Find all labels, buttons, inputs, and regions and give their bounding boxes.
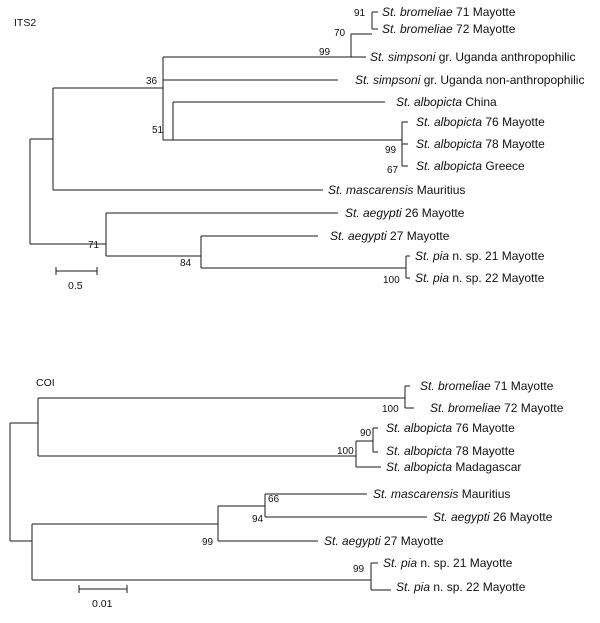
taxon-label: St. bromeliae 71 Mayotte — [382, 5, 516, 19]
taxon-label: St. aegypti 26 Mayotte — [345, 206, 465, 220]
bootstrap-value: 90 — [360, 428, 372, 439]
bootstrap-value: 99 — [319, 47, 331, 58]
taxon-label: St. pia n. sp. 21 Mayotte — [383, 556, 513, 570]
bootstrap-value: 70 — [334, 28, 346, 39]
bootstrap-value: 94 — [252, 514, 264, 525]
coi-title: COI — [36, 377, 55, 389]
its2-taxa-labels: St. bromeliae 71 Mayotte St. bromeliae 7… — [328, 5, 584, 285]
taxon-label: St. bromeliae 72 Mayotte — [430, 401, 564, 415]
taxon-label: St. aegypti 27 Mayotte — [324, 534, 444, 548]
taxon-label: St. albopicta Greece — [416, 159, 525, 173]
bootstrap-value: 100 — [337, 446, 354, 457]
taxon-label: St. mascarensis Mauritius — [328, 183, 465, 197]
bootstrap-value: 66 — [268, 494, 280, 505]
taxon-label: St. aegypti 27 Mayotte — [330, 229, 450, 243]
taxon-label: St. bromeliae 72 Mayotte — [382, 22, 516, 36]
taxon-label: St. albopicta 78 Mayotte — [386, 444, 515, 458]
bootstrap-value: 100 — [383, 275, 400, 286]
taxon-label: St. albopicta 76 Mayotte — [386, 421, 515, 435]
coi-scale-bar: 0.01 — [78, 585, 128, 610]
bootstrap-value: 67 — [387, 165, 399, 176]
bootstrap-value: 84 — [180, 258, 192, 269]
taxon-label: St. pia n. sp. 22 Mayotte — [396, 580, 526, 594]
taxon-label: St. albopicta Madagascar — [386, 460, 521, 474]
coi-bootstrap-values: 100 90 100 66 94 99 99 — [202, 404, 399, 575]
coi-tree: COI 100 90 100 66 — [9, 377, 564, 610]
bootstrap-value: 36 — [146, 76, 158, 87]
its2-bootstrap-values: 91 70 99 36 51 99 67 71 84 100 — [88, 8, 400, 286]
bootstrap-value: 99 — [202, 537, 214, 548]
its2-branches — [29, 11, 410, 279]
bootstrap-value: 51 — [152, 125, 164, 136]
bootstrap-value: 100 — [382, 404, 399, 415]
taxon-label: St. albopicta 78 Mayotte — [416, 137, 545, 151]
its2-scale-bar: 0.5 — [55, 267, 98, 292]
taxon-label: St. mascarensis Mauritius — [373, 487, 510, 501]
taxon-label: St. albopicta 76 Mayotte — [416, 115, 545, 129]
scale-label: 0.01 — [92, 598, 113, 610]
bootstrap-value: 99 — [385, 145, 397, 156]
taxon-label: St. pia n. sp. 22 Mayotte — [415, 271, 545, 285]
taxon-label: St. aegypti 26 Mayotte — [433, 510, 553, 524]
bootstrap-value: 91 — [354, 8, 366, 19]
taxon-label: St. simpsoni gr. Uganda non-anthropophil… — [355, 73, 584, 87]
coi-taxa-labels: St. bromeliae 71 Mayotte St. bromeliae 7… — [324, 379, 564, 594]
bootstrap-value: 99 — [353, 564, 365, 575]
taxon-label: St. simpsoni gr. Uganda anthropophilic — [370, 50, 575, 64]
coi-branches — [9, 385, 427, 591]
its2-tree: ITS2 91 70 99 — [14, 5, 584, 292]
taxon-label: St. bromeliae 71 Mayotte — [420, 379, 554, 393]
taxon-label: St. pia n. sp. 21 Mayotte — [415, 249, 545, 263]
taxon-label: St. albopicta China — [396, 95, 497, 109]
scale-label: 0.5 — [68, 280, 83, 292]
bootstrap-value: 71 — [88, 240, 100, 251]
its2-title: ITS2 — [14, 17, 36, 29]
